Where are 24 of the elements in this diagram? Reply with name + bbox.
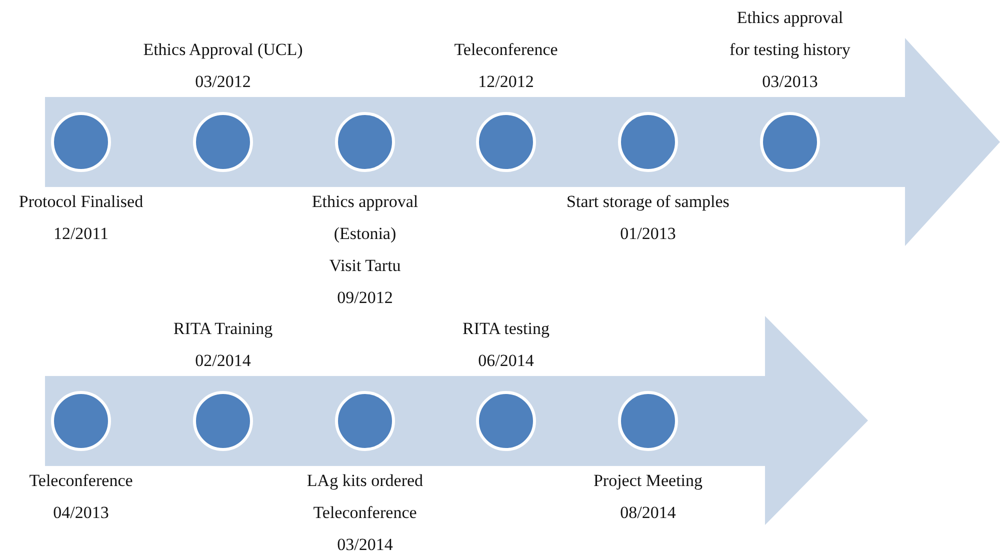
date-text: 08/2014 — [620, 502, 676, 524]
date-text: 12/2011 — [53, 223, 109, 245]
milestone-text: Project Meeting — [593, 470, 703, 492]
date-text: 03/2012 — [195, 71, 251, 93]
date-text: 06/2014 — [478, 350, 534, 372]
date-text: 09/2012 — [337, 287, 393, 309]
milestone-text: Protocol Finalised — [18, 191, 144, 213]
milestone-text: LAg kits ordered — [306, 470, 424, 492]
milestone-text: Ethics approval for testing history — [728, 7, 852, 61]
milestone-text: RITA Training — [173, 318, 273, 340]
milestone-text: Start storage of samples — [566, 191, 730, 213]
milestone-text: Visit Tartu — [329, 255, 401, 277]
date-text: 12/2012 — [478, 71, 534, 93]
date-text: 03/2013 — [762, 71, 818, 93]
date-text: 03/2014 — [337, 534, 393, 554]
date-text: 01/2013 — [620, 223, 676, 245]
milestone-text: Ethics Approval (UCL) — [143, 39, 303, 61]
date-text: 04/2013 — [53, 502, 109, 524]
milestone-text: Teleconference — [454, 39, 558, 61]
date-text: 02/2014 — [195, 350, 251, 372]
milestone-text: Ethics approval (Estonia) — [310, 191, 420, 245]
milestone-text: RITA testing — [462, 318, 550, 340]
milestone-text: Teleconference — [29, 470, 133, 492]
milestone-text: Teleconference — [313, 502, 417, 524]
